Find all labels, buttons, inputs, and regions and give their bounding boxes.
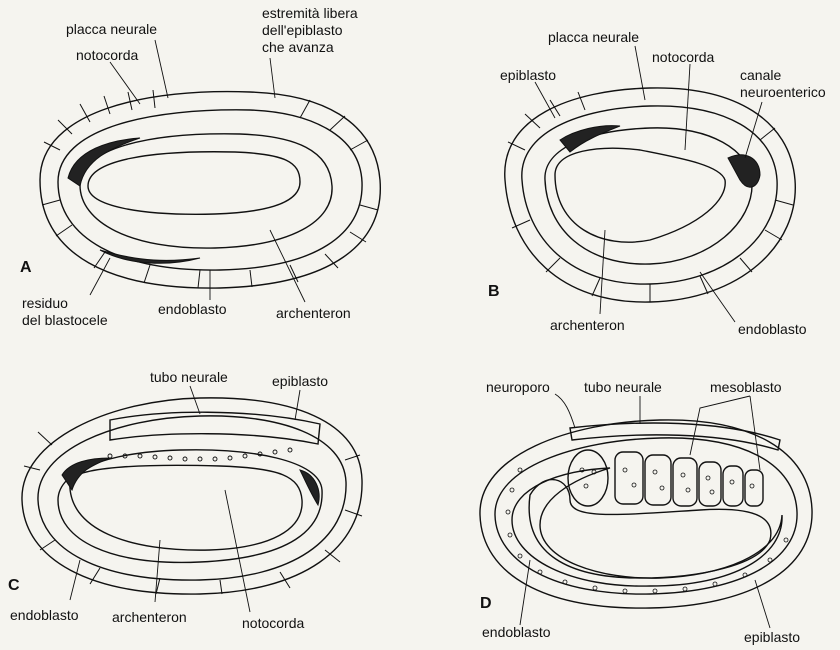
panel-d-somites — [568, 450, 763, 506]
panel-b-label-notocorda: notocorda — [652, 49, 714, 65]
panel-a-label-archenteron: archenteron — [276, 305, 351, 321]
panel-c-letter: C — [8, 577, 20, 594]
panel-d-drawing — [480, 420, 812, 608]
panel-a-leaders — [90, 40, 305, 302]
panel-c-label-epiblasto: epiblasto — [272, 373, 328, 389]
panel-c-label-notocorda: notocorda — [242, 615, 304, 631]
panel-c-label-archenteron: archenteron — [112, 609, 187, 625]
panel-a-letter: A — [20, 259, 32, 276]
panel-a-label-estremita-2: dell'epiblasto — [262, 22, 343, 38]
panel-c-label-endoblasto: endoblasto — [10, 607, 79, 623]
panel-b-label-canale-2: neuroenterico — [740, 84, 826, 100]
panel-c-label-tubo-neurale: tubo neurale — [150, 369, 228, 385]
panel-b-label-canale-1: canale — [740, 67, 781, 83]
panel-b-label-archenteron: archenteron — [550, 317, 625, 333]
panel-a-label-residuo-2: del blastocele — [22, 312, 108, 328]
panel-b-drawing — [505, 88, 796, 302]
panel-a-drawing — [40, 90, 380, 288]
panel-a-cell-walls — [42, 90, 378, 288]
panel-c-cell-walls — [24, 432, 362, 594]
panel-d-letter: D — [480, 595, 492, 612]
panel-d-label-endoblasto: endoblasto — [482, 624, 551, 640]
panel-b-letter: B — [488, 283, 500, 300]
panel-a-label-estremita-1: estremità libera — [262, 5, 358, 21]
panel-b-label-placca-neurale: placca neurale — [548, 29, 639, 45]
panel-d-label-tubo-neurale: tubo neurale — [584, 379, 662, 395]
panel-d-label-epiblasto: epiblasto — [744, 629, 800, 645]
panel-a-label-residuo-1: residuo — [22, 295, 68, 311]
panel-a-label-endoblasto: endoblasto — [158, 301, 227, 317]
panel-b-label-endoblasto: endoblasto — [738, 321, 807, 337]
panel-d-label-neuroporo: neuroporo — [486, 379, 550, 395]
panel-c-drawing — [22, 398, 362, 594]
panel-a-label-placca-neurale: placca neurale — [66, 21, 157, 37]
panel-a-label-estremita-3: che avanza — [262, 39, 334, 55]
panel-b-label-epiblasto: epiblasto — [500, 67, 556, 83]
panel-a-label-notocorda: notocorda — [76, 47, 138, 63]
panel-d-label-mesoblasto: mesoblasto — [710, 379, 782, 395]
